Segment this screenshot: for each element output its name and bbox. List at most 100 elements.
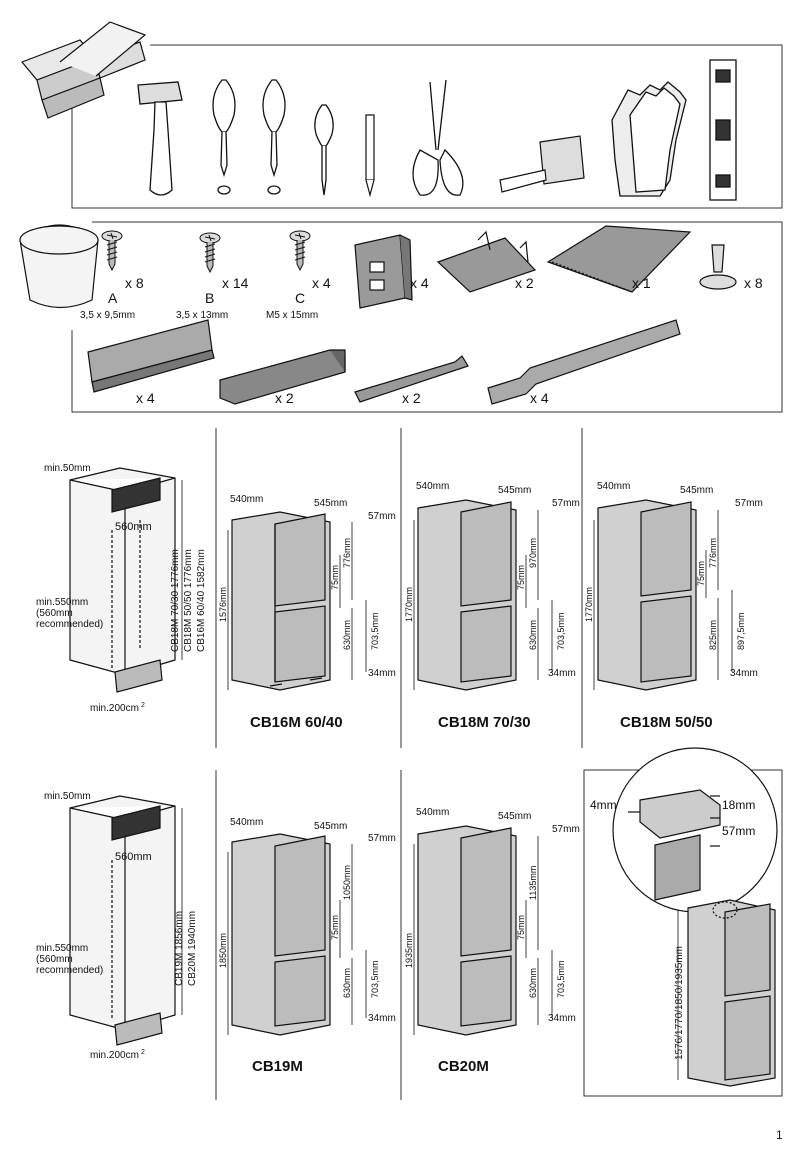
model-3-lower: 703,5mm xyxy=(370,960,380,998)
model-1-gap: 75mm xyxy=(516,565,526,590)
tools-frame xyxy=(71,44,783,209)
model-3-door1: 1050mm xyxy=(342,865,352,900)
angle-qty: x 2 xyxy=(275,390,294,406)
niche-top-vent: min.200cm xyxy=(90,703,139,714)
detail-magnifier xyxy=(612,747,778,913)
model-1-total: 1770mm xyxy=(404,587,414,622)
model-3-depth: 540mm xyxy=(230,817,264,828)
level-icon xyxy=(709,59,737,201)
model-0-bottom: 34mm xyxy=(368,668,396,679)
detail-b: 57mm xyxy=(722,824,756,838)
niche-cabinet-top xyxy=(69,467,176,693)
model-3-top: 57mm xyxy=(368,833,396,844)
niche-top-width: 560mm xyxy=(115,521,152,533)
model-0-width: 545mm xyxy=(314,498,348,509)
model-0-depth: 540mm xyxy=(230,494,264,505)
parts-frame xyxy=(71,221,783,413)
niche-bottom-width: 560mm xyxy=(115,851,152,863)
model-1-depth: 540mm xyxy=(416,481,450,492)
rivet-qty: x 8 xyxy=(744,275,763,291)
model-0-lower: 703,5mm xyxy=(370,612,380,650)
model-0-total: 1576mm xyxy=(218,587,228,622)
rivet-icon xyxy=(699,244,737,290)
detail-a: 18mm xyxy=(722,798,756,812)
detail-gap: 4mm xyxy=(590,798,617,812)
screw-b-icon xyxy=(199,232,221,273)
niche-top-height-1: CB18M 70/30 1776mm xyxy=(170,549,181,652)
niche-top-depth-note1: (560mm xyxy=(36,608,73,619)
model-4-width: 545mm xyxy=(498,811,532,822)
clip-qty: x 2 xyxy=(515,275,534,291)
fridge-cb18m-70-30 xyxy=(417,499,517,691)
pencil-icon xyxy=(365,114,375,198)
model-1-width: 545mm xyxy=(498,485,532,496)
screwdriver-icons xyxy=(212,79,334,196)
model-3-bottom: 34mm xyxy=(368,1013,396,1024)
model-2-name: CB18M 50/50 xyxy=(620,714,713,731)
model-2-depth: 540mm xyxy=(597,481,631,492)
model-3-width: 545mm xyxy=(314,821,348,832)
detail-fridge xyxy=(687,899,776,1087)
model-3-gap: 75mm xyxy=(330,915,340,940)
model-2-door2: 825mm xyxy=(708,620,718,650)
screw-b-letter: B xyxy=(205,290,215,306)
screw-a-qty: x 8 xyxy=(125,275,144,291)
screw-b-qty: x 14 xyxy=(222,275,249,291)
model-1-door2: 630mm xyxy=(528,620,538,650)
model-1-name: CB18M 70/30 xyxy=(438,714,531,731)
fridge-cb18m-50-50 xyxy=(597,499,697,691)
niche-top-height-3: CB16M 60/40 1582mm xyxy=(196,549,207,652)
screw-c-icon xyxy=(289,230,311,271)
screw-a-letter: A xyxy=(108,290,118,306)
tape-measure-icon xyxy=(499,135,585,193)
niche-bottom-height-2: CB20M 1940mm xyxy=(187,911,198,986)
niche-cabinet-bottom xyxy=(69,795,176,1046)
bag-icon xyxy=(19,224,99,309)
niche-top-vent-sup: 2 xyxy=(141,702,145,709)
niche-bottom-vent-sup: 2 xyxy=(141,1049,145,1056)
niche-bottom-depth: min.550mm xyxy=(36,943,89,954)
model-2-gap: 75mm xyxy=(696,561,706,586)
cover-qty: x 1 xyxy=(632,275,651,291)
model-2-lower: 897,5mm xyxy=(736,612,746,650)
model-4-name: CB20M xyxy=(438,1058,489,1075)
model-4-depth: 540mm xyxy=(416,807,450,818)
slide-qty: x 2 xyxy=(402,390,421,406)
mallet-icon xyxy=(137,81,183,196)
model-1-bottom: 34mm xyxy=(548,668,576,679)
model-0-gap: 75mm xyxy=(330,565,340,590)
model-3-door2: 630mm xyxy=(342,968,352,998)
model-0-door2: 630mm xyxy=(342,620,352,650)
niche-bottom-depth-note1: (560mm xyxy=(36,954,73,965)
niche-top-min-top: min.50mm xyxy=(44,463,91,474)
model-2-top: 57mm xyxy=(735,498,763,509)
dimension-lines xyxy=(181,480,733,1080)
section-dividers xyxy=(215,428,583,1100)
model-0-top: 57mm xyxy=(368,511,396,522)
model-2-total: 1770mm xyxy=(584,587,594,622)
niche-top-depth-note2: recommended) xyxy=(36,619,104,630)
bracket-icon xyxy=(354,234,413,309)
niche-top-depth: min.550mm xyxy=(36,597,89,608)
detail-heights: 1576/1770/1850/1935mm xyxy=(674,946,685,1060)
niche-bottom-depth-note2: recommended) xyxy=(36,965,104,976)
model-4-lower: 703,5mm xyxy=(556,960,566,998)
model-4-total: 1935mm xyxy=(404,933,414,968)
niche-bottom-min-top: min.50mm xyxy=(44,791,91,802)
scissors-icon xyxy=(412,79,464,196)
fridge-cb19m xyxy=(231,833,331,1036)
toolbox-icon xyxy=(21,21,147,119)
page-number: 1 xyxy=(776,1128,783,1142)
model-4-bottom: 34mm xyxy=(548,1013,576,1024)
screw-c-qty: x 4 xyxy=(312,275,331,291)
model-3-name: CB19M xyxy=(252,1058,303,1075)
model-4-door1: 1135mm xyxy=(528,866,538,900)
model-4-gap: 75mm xyxy=(516,915,526,940)
door-slide-qty: x 4 xyxy=(530,390,549,406)
model-0-door1: 776mm xyxy=(342,538,352,568)
screw-b-size: 3,5 x 13mm xyxy=(176,310,229,321)
model-0-name: CB16M 60/40 xyxy=(250,714,343,731)
fridge-cb20m xyxy=(417,825,517,1036)
model-1-lower: 703,5mm xyxy=(556,612,566,650)
niche-bottom-height-1: CB19M 1856mm xyxy=(174,911,185,986)
